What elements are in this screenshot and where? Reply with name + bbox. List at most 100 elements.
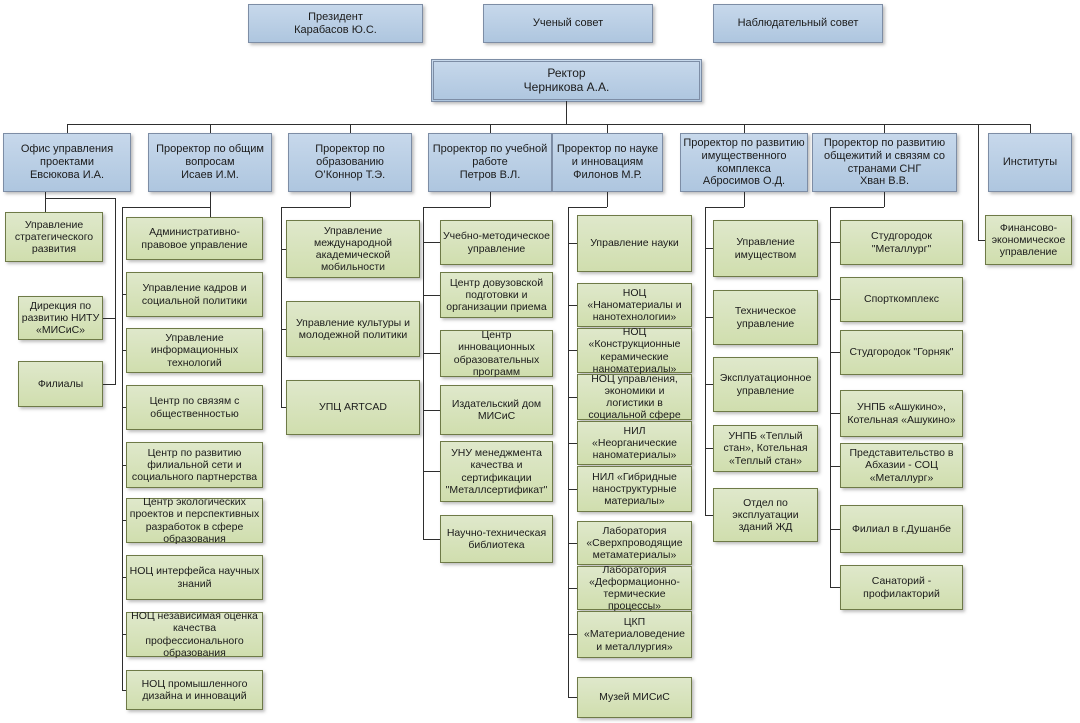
connector-line [490, 192, 491, 207]
connector-line [830, 413, 840, 414]
box-rector: Ректор Черникова А.А. [431, 59, 702, 102]
connector-line [122, 350, 126, 351]
org-unit-box: Дирекция по развитию НИТУ «МИСиС» [18, 296, 103, 340]
connector-line [45, 192, 46, 212]
connector-line [568, 350, 577, 351]
org-unit-box: Управление международной академической м… [286, 220, 420, 278]
connector-line [830, 207, 831, 588]
org-unit-box: Лаборатория «Сверхпроводящие метаматериа… [577, 521, 692, 565]
box-vicerector-academic-work: Проректор по учебной работе Петров В.Л. [428, 133, 552, 192]
org-unit-box: Санаторий - профилакторий [840, 565, 963, 610]
connector-line [423, 353, 440, 354]
connector-line [423, 539, 440, 540]
connector-line [607, 192, 608, 207]
connector-line [568, 243, 577, 244]
connector-line [115, 198, 116, 385]
org-unit-box: Студгородок "Горняк" [840, 330, 963, 375]
connector-line [45, 198, 116, 199]
connector-line [423, 410, 440, 411]
connector-line [705, 207, 706, 516]
connector-line [67, 124, 68, 133]
connector-line [122, 407, 126, 408]
org-unit-box: ЦКП «Материаловедение и металлургия» [577, 611, 692, 658]
box-vicerector-general-affairs: Проректор по общим вопросам Исаев И.М. [148, 133, 272, 192]
connector-line [122, 634, 126, 635]
box-academic-council: Ученый совет [483, 4, 653, 43]
box-finance-economics: Финансово-экономическое управление [985, 215, 1072, 265]
connector-line [830, 466, 840, 467]
connector-line [705, 248, 713, 249]
connector-line [884, 124, 885, 133]
org-unit-box: Студгородок "Металлург" [840, 220, 963, 265]
org-unit-box: НОЦ промышленного дизайна и инноваций [126, 670, 263, 710]
org-unit-box: НОЦ управления, экономики и логистики в … [577, 373, 692, 421]
connector-line [568, 207, 607, 208]
connector-line [568, 207, 569, 698]
connector-line [568, 543, 577, 544]
connector-line [607, 124, 608, 133]
connector-line [281, 249, 286, 250]
connector-line [705, 317, 713, 318]
connector-line [122, 577, 126, 578]
connector-line [281, 407, 286, 408]
org-unit-box: УПЦ ARTCAD [286, 380, 420, 435]
connector-line [744, 124, 745, 133]
org-unit-box: УНПБ «Ашукино», Котельная «Ашукино» [840, 390, 963, 437]
connector-line [423, 295, 440, 296]
connector-line [122, 520, 126, 521]
org-unit-box: НИЛ «Гибридные наноструктурные материалы… [577, 466, 692, 512]
connector-line [281, 207, 282, 408]
connector-line [67, 124, 1031, 125]
org-unit-box: Научно-техническая библиотека [440, 515, 553, 563]
connector-line [568, 634, 577, 635]
connector-line [423, 207, 424, 540]
box-president: Президент Карабасов Ю.С. [248, 4, 423, 43]
org-unit-box: Представительство в Абхазии - СОЦ «Метал… [840, 443, 963, 488]
org-unit-box: Лаборатория «Деформационно-термические п… [577, 564, 692, 612]
org-unit-box: Управление информационных технологий [126, 328, 263, 373]
connector-line [830, 242, 840, 243]
connector-line [122, 207, 123, 691]
org-unit-box: Центр инновационных образовательных прог… [440, 329, 553, 378]
org-unit-box: Административно-правовое управление [126, 217, 263, 260]
org-unit-box: Учебно-методическое управление [440, 220, 553, 265]
org-unit-box: НИЛ «Неорганические наноматериалы» [577, 421, 692, 465]
org-unit-box: НОЦ интерфейса научных знаний [126, 555, 263, 600]
connector-line [568, 305, 577, 306]
connector-line [705, 207, 744, 208]
connector-line [281, 329, 286, 330]
org-unit-box: Центр по связям с общественностью [126, 385, 263, 430]
connector-line [122, 690, 126, 691]
connector-line [568, 397, 577, 398]
connector-line [122, 294, 126, 295]
org-unit-box: Центр экологических проектов и перспекти… [126, 496, 263, 545]
box-project-office: Офис управления проектами Евсюкова И.А. [3, 133, 131, 192]
connector-line [122, 207, 210, 208]
connector-line [350, 124, 351, 133]
connector-line [1030, 124, 1031, 133]
box-institutes: Институты [988, 133, 1072, 192]
connector-line [830, 352, 840, 353]
connector-line [568, 489, 577, 490]
org-unit-box: Филиал в г.Душанбе [840, 505, 963, 553]
connector-line [744, 192, 745, 207]
connector-line [423, 207, 490, 208]
connector-line [566, 101, 567, 124]
connector-line [103, 318, 115, 319]
org-unit-box: Спорткомплекс [840, 277, 963, 322]
org-unit-box: НОЦ «Конструкционные керамические нанома… [577, 326, 692, 375]
org-unit-box: Управление науки [577, 215, 692, 272]
org-unit-box: Центр по развитию филиальной сети и соци… [126, 442, 263, 488]
box-vicerector-education: Проректор по образованию О’Коннор Т.Э. [288, 133, 412, 192]
org-unit-box: Издательский дом МИСиС [440, 385, 553, 435]
box-vicerector-dormitories: Проректор по развитию общежитий и связям… [812, 133, 957, 192]
connector-line [568, 588, 577, 589]
org-unit-box: УНПБ «Теплый стан», Котельная «Теплый ст… [713, 425, 818, 472]
org-unit-box: НОЦ независимая оценка качества професси… [126, 610, 263, 659]
connector-line [705, 515, 713, 516]
connector-line [210, 192, 211, 217]
connector-line [423, 471, 440, 472]
org-unit-box: Техническое управление [713, 290, 818, 345]
org-unit-box: Управление культуры и молодежной политик… [286, 301, 420, 357]
connector-line [281, 207, 350, 208]
